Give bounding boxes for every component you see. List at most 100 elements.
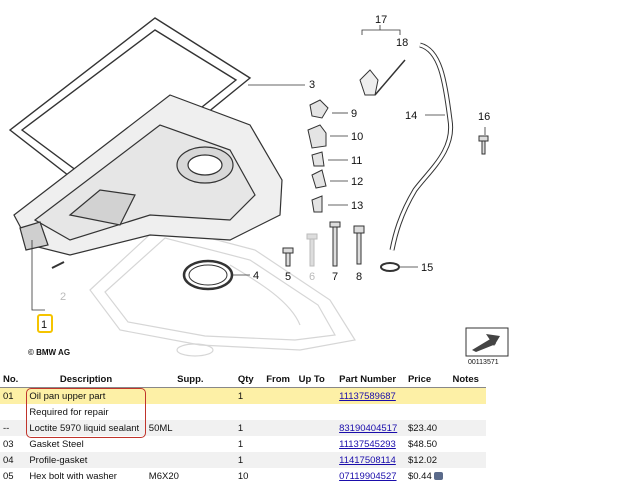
callout-5[interactable]: 5 — [285, 271, 291, 283]
table-row: Required for repair — [0, 404, 486, 420]
cell-part-number: 83190404517 — [336, 420, 405, 436]
cell-upto — [296, 436, 337, 452]
callout-16[interactable]: 16 — [478, 111, 490, 123]
cell-from — [263, 452, 296, 468]
cell-no: 05 — [3, 470, 14, 482]
cell-qty — [235, 404, 263, 420]
cell-qty: 1 — [234, 387, 264, 404]
part-number-link[interactable]: 83190404517 — [339, 422, 398, 434]
cell-description: Profile-gasket — [26, 452, 146, 468]
part-number-link[interactable]: 11137589687 — [339, 390, 396, 402]
callout-13[interactable]: 13 — [351, 200, 363, 212]
cell-from — [263, 420, 296, 436]
cell-from — [263, 387, 296, 404]
cell-no — [0, 404, 26, 420]
callout-3[interactable]: 3 — [309, 79, 315, 91]
table-row[interactable]: 04 Profile-gasket 1 11417508114 $12.02 — [0, 452, 486, 468]
callout-7[interactable]: 7 — [332, 271, 338, 283]
part-number-link[interactable]: 11137545293 — [339, 438, 396, 450]
cell-upto — [295, 420, 337, 436]
cell-no: -- — [0, 420, 27, 436]
cell-supp — [146, 404, 235, 420]
cell-supp — [146, 436, 235, 452]
cell-part-number: 11417508114 — [336, 452, 405, 468]
cell-supp: M6X20 — [148, 470, 179, 482]
callout-labels: 1 2 3 4 5 6 7 8 9 10 11 12 13 14 15 16 1… — [37, 14, 490, 333]
col-header-supp: Supp. — [145, 372, 235, 388]
parts-table: No. Description Supp. Qty From Up To Par… — [0, 372, 486, 484]
price-value: $0.44 — [407, 470, 432, 482]
cell-price: $12.02 — [404, 452, 450, 468]
part-number-link[interactable]: 11417508114 — [339, 454, 396, 466]
col-header-description: Description — [26, 372, 146, 388]
cell-qty: 1 — [237, 438, 244, 450]
callout-11[interactable]: 11 — [351, 155, 362, 167]
cell-description: Hex bolt with washer — [29, 470, 117, 482]
cell-price: $48.50 — [407, 438, 438, 450]
image-id: 00113571 — [468, 359, 499, 366]
lower-oil-pan-drawing — [89, 224, 356, 357]
view-indicator-icon — [465, 327, 509, 357]
callout-17[interactable]: 17 — [375, 14, 387, 26]
callout-1[interactable]: 1 — [41, 319, 47, 331]
cell-supp — [145, 452, 235, 468]
cell-description: Loctite 5970 liquid sealant — [26, 420, 146, 436]
cell-notes — [450, 404, 487, 420]
col-header-from: From — [263, 372, 296, 388]
cell-supp: 50ML — [145, 420, 235, 436]
cell-upto — [295, 387, 337, 404]
cell-price: $23.40 — [404, 420, 450, 436]
cell-upto — [295, 452, 337, 468]
cell-qty: 10 — [237, 470, 249, 482]
cell-notes — [450, 436, 487, 452]
table-row[interactable]: 05 Hex bolt with washer M6X20 10 0711990… — [0, 468, 486, 484]
callout-18[interactable]: 18 — [396, 37, 408, 49]
callout-12[interactable]: 12 — [351, 176, 363, 188]
cell-upto — [296, 468, 337, 484]
cell-notes — [450, 468, 487, 484]
table-row[interactable]: -- Loctite 5970 liquid sealant 50ML 1 83… — [0, 420, 486, 436]
cell-notes — [449, 452, 486, 468]
cell-supp — [145, 387, 235, 404]
table-row[interactable]: 01 Oil pan upper part 1 11137589687 — [0, 387, 486, 404]
cell-part-number: 11137589687 — [336, 387, 405, 404]
cell-description: Oil pan upper part — [26, 387, 146, 404]
callout-2[interactable]: 2 — [60, 291, 66, 303]
cell-qty: 1 — [234, 452, 264, 468]
camera-icon[interactable] — [433, 471, 443, 480]
dipstick-tube-drawing — [359, 42, 489, 272]
col-header-qty: Qty — [234, 372, 264, 388]
cell-no: 04 — [0, 452, 27, 468]
cell-no: 03 — [3, 438, 14, 450]
leader-lines — [31, 25, 486, 311]
parts-diagram: 1 2 3 4 5 6 7 8 9 10 11 12 13 14 15 16 1… — [8, 14, 509, 366]
cell-from — [263, 468, 295, 484]
col-header-notes: Notes — [449, 372, 486, 388]
cell-price: $0.44 — [405, 468, 450, 484]
table-row[interactable]: 03 Gasket Steel 1 11137545293 $48.50 — [0, 436, 486, 452]
col-header-upto: Up To — [295, 372, 337, 388]
col-header-no: No. — [0, 372, 27, 388]
table-header-row: No. Description Supp. Qty From Up To Par… — [0, 372, 486, 388]
callout-9[interactable]: 9 — [351, 108, 357, 120]
cell-from — [263, 404, 295, 420]
cell-notes — [449, 420, 486, 436]
callout-10[interactable]: 10 — [351, 131, 363, 143]
part-number-link[interactable]: 07119904527 — [339, 470, 397, 482]
cell-notes — [449, 387, 486, 404]
callout-4[interactable]: 4 — [253, 270, 259, 282]
callout-15[interactable]: 15 — [421, 262, 433, 274]
callout-14[interactable]: 14 — [405, 110, 417, 122]
callout-6[interactable]: 6 — [309, 271, 315, 283]
cell-description: Gasket Steel — [29, 438, 84, 450]
cell-upto — [296, 404, 337, 420]
upper-oil-pan-drawing — [13, 94, 283, 269]
cell-price — [404, 387, 450, 404]
cell-qty: 1 — [234, 420, 264, 436]
selected-callout-box — [37, 314, 53, 333]
col-header-part-number: Part Number — [336, 372, 405, 388]
callout-8[interactable]: 8 — [356, 271, 362, 283]
cell-part-number — [336, 404, 405, 420]
cell-from — [263, 436, 295, 452]
bolts-drawing — [282, 221, 365, 267]
